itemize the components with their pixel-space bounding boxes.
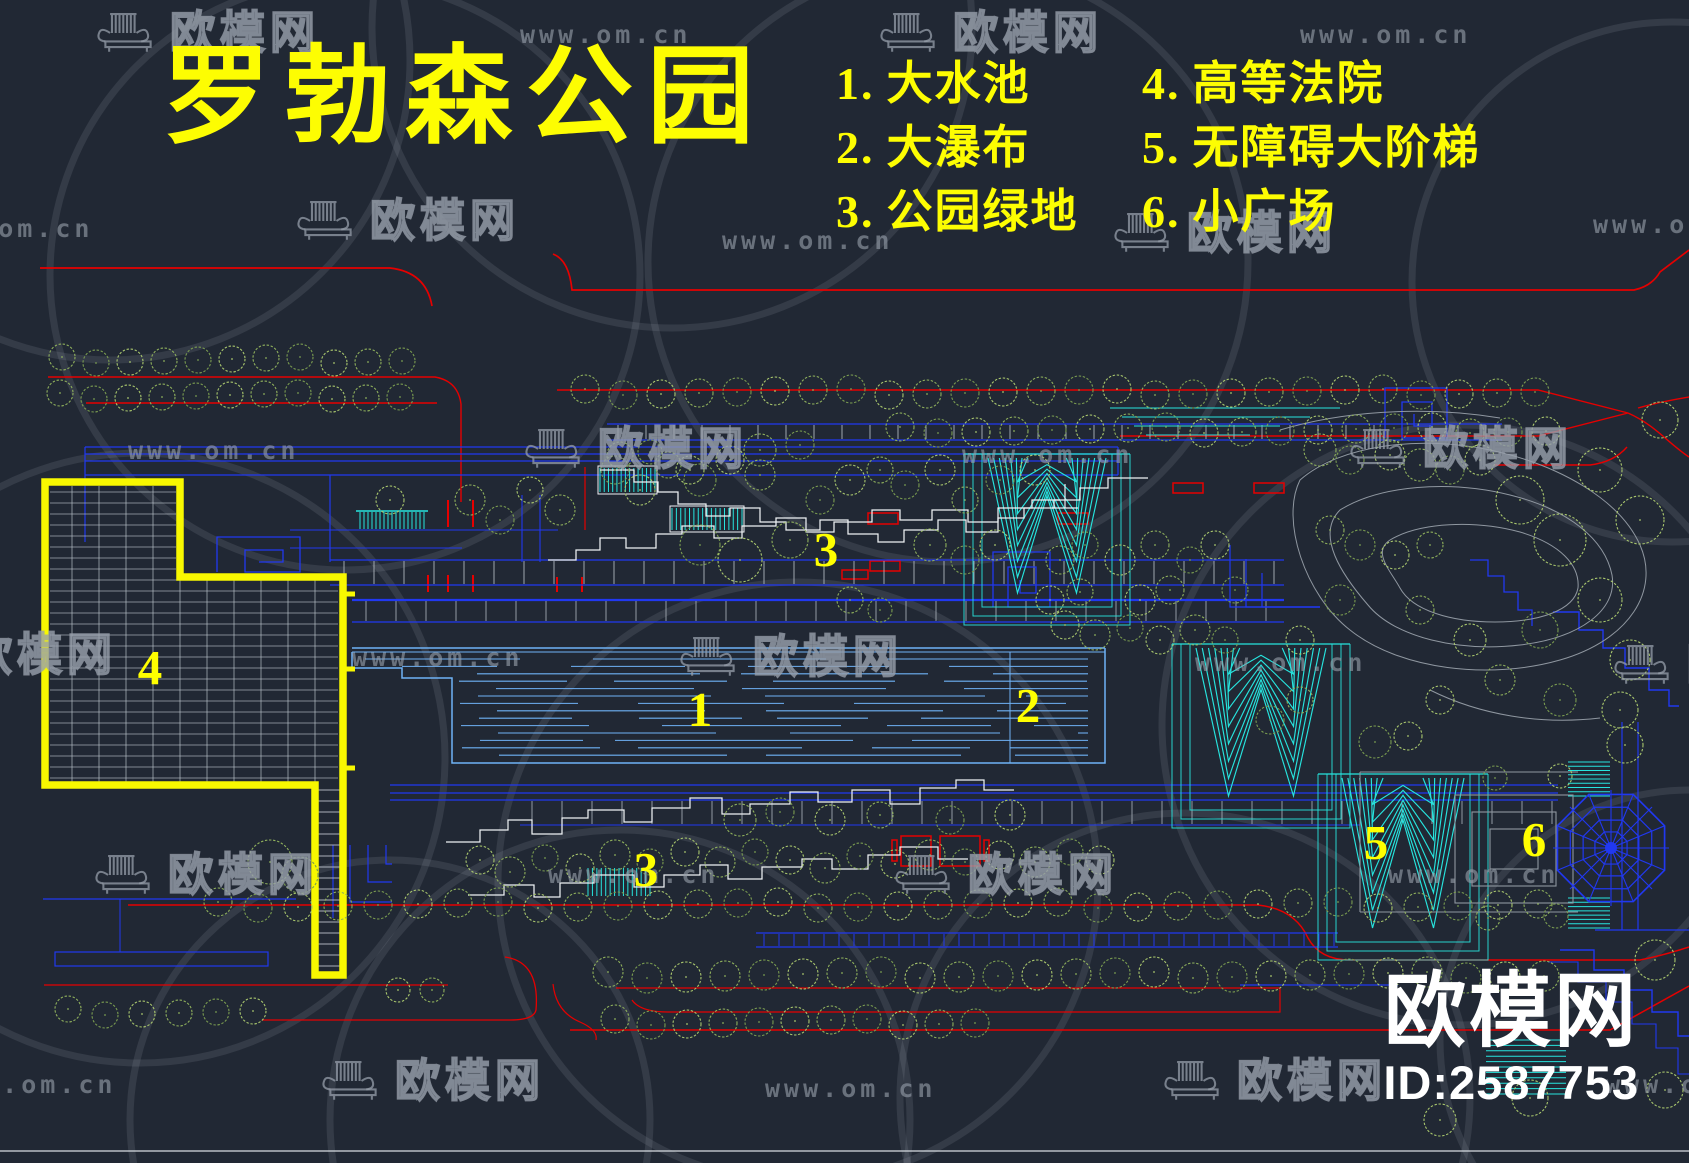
plaza xyxy=(1359,771,1669,913)
legend-item: 3.公园绿地 xyxy=(836,184,1079,248)
legend-item-number: 1. xyxy=(836,58,875,109)
legend-item-label: 高等法院 xyxy=(1192,58,1385,109)
legend-item-label: 小广场 xyxy=(1192,186,1337,237)
legend-item-label: 大水池 xyxy=(886,58,1031,109)
legend-item-number: 6. xyxy=(1142,186,1181,237)
cyan-cascades xyxy=(356,407,1610,1095)
water-pool xyxy=(351,647,1106,764)
trees xyxy=(46,343,1684,1137)
blue-paths xyxy=(43,387,1689,1075)
plan-label-1: 1 xyxy=(687,682,713,738)
legend-item: 4.高等法院 xyxy=(1142,56,1481,120)
legend-item: 1.大水池 xyxy=(836,56,1079,120)
plan-label-2: 2 xyxy=(1015,678,1041,734)
terrain-contours xyxy=(1279,410,1647,721)
legend-item: 2.大瀑布 xyxy=(836,120,1079,184)
plan-label-6: 6 xyxy=(1521,812,1547,868)
building-4 xyxy=(41,478,355,979)
legend-item-number: 5. xyxy=(1142,122,1181,173)
legend-item-number: 2. xyxy=(836,122,875,173)
footer-brand: 欧模网 xyxy=(1383,966,1639,1057)
legend-item: 5.无障碍大阶梯 xyxy=(1142,120,1481,184)
plan-label-4: 4 xyxy=(137,640,163,696)
plan-label-3: 3 xyxy=(813,522,839,578)
plan-label-3: 3 xyxy=(633,842,659,898)
legend-item-label: 大瀑布 xyxy=(886,122,1031,173)
footer-watermark: 欧模网 ID:2587753 xyxy=(1383,970,1639,1112)
legend-item-label: 无障碍大阶梯 xyxy=(1192,122,1481,173)
legend-item-number: 3. xyxy=(836,186,875,237)
legend-item-number: 4. xyxy=(1142,58,1181,109)
footer-id: ID:2587753 xyxy=(1383,1055,1639,1109)
legend-item: 6.小广场 xyxy=(1142,184,1481,248)
plan-label-5: 5 xyxy=(1363,815,1389,871)
red-roads xyxy=(40,249,1689,1041)
legend-item-label: 公园绿地 xyxy=(886,186,1079,237)
plan-title: 罗勃森公园 xyxy=(163,39,769,157)
white-steps xyxy=(446,469,1148,898)
